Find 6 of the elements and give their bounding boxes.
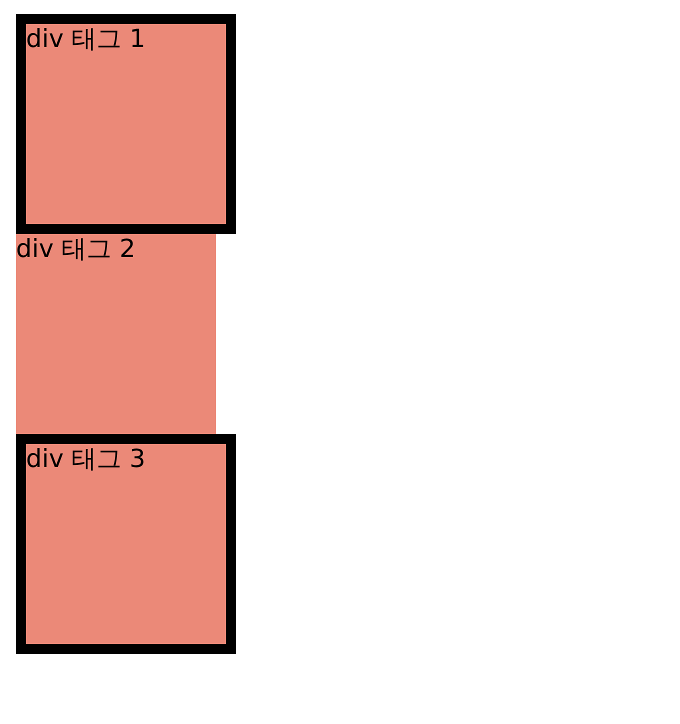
box-label: div 태그 3 — [26, 444, 146, 474]
div-box — [16, 234, 216, 434]
bordered-div-box — [16, 14, 236, 234]
box-label: div 태그 1 — [26, 24, 146, 54]
bordered-div-box — [16, 434, 236, 654]
box-label: div 태그 2 — [16, 234, 136, 264]
